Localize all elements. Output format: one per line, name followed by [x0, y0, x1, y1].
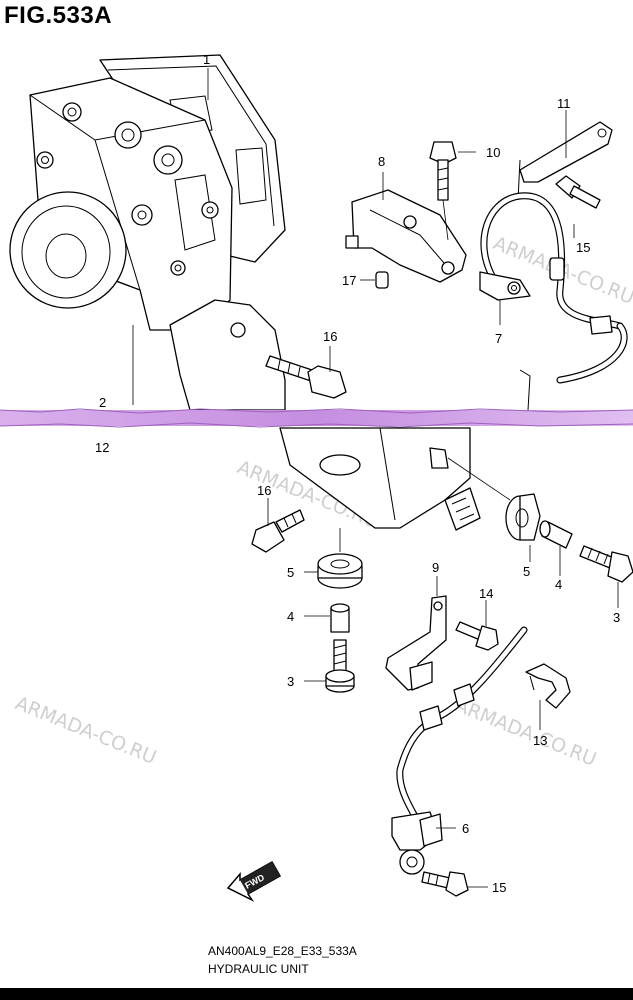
collar-4-right-drawing — [539, 520, 573, 549]
callout-12: 12 — [95, 440, 109, 455]
watermark: ARMADA-CO.RU — [452, 694, 599, 771]
bolt-16-upper-drawing — [265, 355, 347, 399]
callout-10: 10 — [486, 145, 500, 160]
bracket-upper-drawing — [169, 299, 286, 411]
bottom-bar — [0, 988, 633, 1000]
callout-16-upper: 16 — [323, 329, 337, 344]
bolt-16-lower-drawing — [251, 509, 305, 553]
callout-9: 9 — [432, 560, 439, 575]
callout-7: 7 — [495, 331, 502, 346]
bracket-8-drawing — [345, 189, 467, 283]
callout-6: 6 — [462, 821, 469, 836]
fwd-arrow-icon: FWD — [226, 860, 282, 902]
figure-name: HYDRAULIC UNIT — [208, 962, 309, 976]
grommet-5-left-drawing — [317, 528, 363, 589]
figure-code: AN400AL9_E28_E33_533A — [208, 944, 357, 958]
callout-8: 8 — [378, 154, 385, 169]
bolt-15-lower-drawing — [421, 871, 469, 897]
callout-5-right: 5 — [523, 564, 530, 579]
callout-15-lower: 15 — [492, 880, 506, 895]
callout-11: 11 — [557, 96, 571, 111]
callout-14: 14 — [479, 586, 493, 601]
pin-17-drawing — [375, 271, 389, 289]
callout-4-left: 4 — [287, 609, 294, 624]
figure-title: FIG.533A — [4, 2, 113, 29]
callout-1: 1 — [203, 52, 210, 67]
bolt-3-left-drawing — [325, 639, 355, 693]
callout-17: 17 — [342, 273, 356, 288]
bolt-3-right-drawing — [579, 545, 633, 583]
bolt-10-drawing — [429, 141, 457, 241]
bracket-9-drawing — [385, 595, 447, 691]
leader-lines — [207, 68, 619, 888]
watermark: ARMADA-CO.RU — [12, 692, 159, 769]
grommet-5-right-drawing — [505, 493, 541, 541]
bracket-hole — [230, 322, 246, 338]
callout-15-upper: 15 — [576, 240, 590, 255]
callout-3-left: 3 — [287, 674, 294, 689]
callout-16-lower: 16 — [257, 483, 271, 498]
bracket-12-drawing — [279, 427, 511, 531]
callout-4-right: 4 — [555, 577, 562, 592]
callout-5-left: 5 — [287, 565, 294, 580]
bolt-15-upper-drawing — [555, 175, 601, 209]
collar-4-left-drawing — [330, 603, 350, 633]
hose-6-drawing — [391, 626, 528, 875]
hydraulic-unit-drawing — [9, 54, 286, 331]
bolt-14-drawing — [455, 621, 499, 651]
callout-2: 2 — [99, 395, 106, 410]
hose-7-drawing — [479, 192, 628, 411]
callout-13: 13 — [533, 733, 547, 748]
page-break-band — [0, 410, 633, 426]
clamp-13-drawing — [525, 663, 571, 709]
callout-3-right: 3 — [613, 610, 620, 625]
